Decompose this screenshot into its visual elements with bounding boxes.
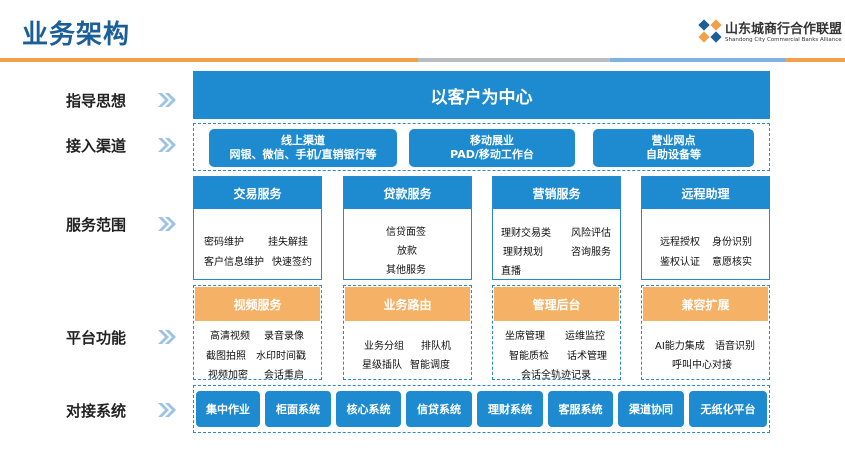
header-divider [610,58,785,62]
service-item: 密码维护 [204,237,244,248]
channel-title: 营业网点 [651,134,696,147]
platform-item: AI能力集成 [655,341,705,352]
platform-item: 业务分组 [364,341,404,352]
header-divider [418,58,610,62]
service-item: 身份识别 [712,237,752,248]
platform-item: 智能调度 [410,360,450,371]
platform-item: 水印时间戳 [256,351,306,362]
platform-item: 录音录像 [264,331,304,342]
platform-item: 截图拍照 [206,351,246,362]
service-item: 直播 [501,266,521,277]
service-card-title: 营销服务 [493,177,620,209]
platform-item: 会话全轨迹记录 [521,370,591,381]
service-card-marketing: 营销服务 理财交易类 风险评估 理财规划 咨询服务 直播 [492,176,621,280]
double-chevron-right-icon [158,217,176,231]
service-item: 信贷面签 [386,227,426,238]
row-label-channels: 接入渠道 [66,137,127,155]
double-chevron-right-icon [158,330,176,344]
service-item: 客户信息维护 [204,257,264,268]
platform-item: 智能质检 [509,351,549,362]
platform-card-extension: 兼容扩展 AI能力集成 语音识别 呼叫中心对接 [641,285,770,380]
double-chevron-right-icon [158,93,176,107]
row-label-services: 服务范围 [66,216,127,234]
service-item: 远程授权 [660,237,700,248]
channel-detail: PAD/移动工作台 [450,148,534,161]
header-divider [0,58,418,62]
system-item: 核心系统 [336,391,401,427]
platform-card-admin: 管理后台 坐席管理 运维监控 智能质检 话术管理 会话全轨迹记录 [492,285,621,381]
service-item: 快速签约 [272,257,312,268]
platform-item: 坐席管理 [505,331,545,342]
channel-detail: 自助设备等 [646,148,701,161]
system-item: 理财系统 [477,391,543,427]
channel-detail: 网银、微信、手机/直销银行等 [229,148,377,161]
channel-title: 移动展业 [470,134,514,147]
guiding-principle-banner: 以客户为中心 [193,71,770,119]
system-item: 渠道协同 [618,391,684,427]
logo-name-cn: 山东城商行合作联盟 [725,22,843,37]
logo-name-en: Shandong City Commercial Banks Alliance [725,37,842,43]
row-label-platform: 平台功能 [66,329,127,347]
double-chevron-right-icon [158,403,176,417]
service-card-title: 交易服务 [194,177,321,209]
systems-container [193,385,770,433]
service-item: 放款 [397,246,417,257]
platform-item: 高清视频 [210,331,250,342]
system-item: 柜面系统 [265,391,331,427]
platform-item: 话术管理 [567,351,607,362]
row-label-guiding: 指导思想 [66,92,127,110]
platform-item: 语音识别 [715,341,755,352]
service-card-loan: 贷款服务 信贷面签 放款 其他服务 [343,176,472,280]
alliance-logo-icon [698,19,722,43]
service-item: 咨询服务 [571,247,611,258]
service-card-transaction: 交易服务 密码维护 挂失解挂 客户信息维护 快速签约 [193,176,322,280]
platform-card-routing: 业务路由 业务分组 排队机 星级插队 智能调度 [343,285,472,380]
platform-item: 呼叫中心对接 [672,360,732,371]
platform-card-video: 视频服务 高清视频 录音录像 截图拍照 水印时间戳 视频加密 会话重启 [193,285,322,381]
system-item: 集中作业 [196,391,260,427]
service-item: 挂失解挂 [268,237,308,248]
platform-item: 排队机 [421,341,451,352]
service-item: 理财规划 [503,247,543,258]
system-item: 客服系统 [548,391,613,427]
channel-mobile: 移动展业 PAD/移动工作台 [409,129,575,167]
platform-card-title: 视频服务 [195,287,320,321]
system-item: 信贷系统 [406,391,472,427]
channel-online: 线上渠道 网银、微信、手机/直销银行等 [209,129,397,167]
service-item: 鉴权认证 [660,257,700,268]
double-chevron-right-icon [158,138,176,152]
channels-container [193,123,770,171]
platform-item: 视频加密 [208,370,248,381]
platform-card-title: 管理后台 [494,287,619,321]
row-label-systems: 对接系统 [66,402,127,420]
platform-item: 星级插队 [362,360,402,371]
platform-card-title: 业务路由 [345,287,470,321]
service-item: 风险评估 [571,228,611,239]
service-card-title: 贷款服务 [344,177,471,209]
header-divider [785,58,845,62]
service-item: 理财交易类 [501,228,551,239]
platform-card-title: 兼容扩展 [643,287,768,321]
channel-title: 线上渠道 [281,134,325,147]
service-card-remote-assistant: 远程助理 远程授权 身份识别 鉴权认证 意愿核实 [641,176,770,280]
service-card-title: 远程助理 [642,177,769,209]
channel-branch: 营业网点 自助设备等 [593,129,754,167]
alliance-logo: 山东城商行合作联盟 Shandong City Commercial Banks… [697,16,842,50]
system-item: 无纸化平台 [689,391,767,427]
service-item: 意愿核实 [712,257,752,268]
page-title: 业务架构 [22,20,131,50]
service-item: 其他服务 [386,265,426,276]
platform-item: 会话重启 [264,370,304,381]
platform-item: 运维监控 [565,331,605,342]
